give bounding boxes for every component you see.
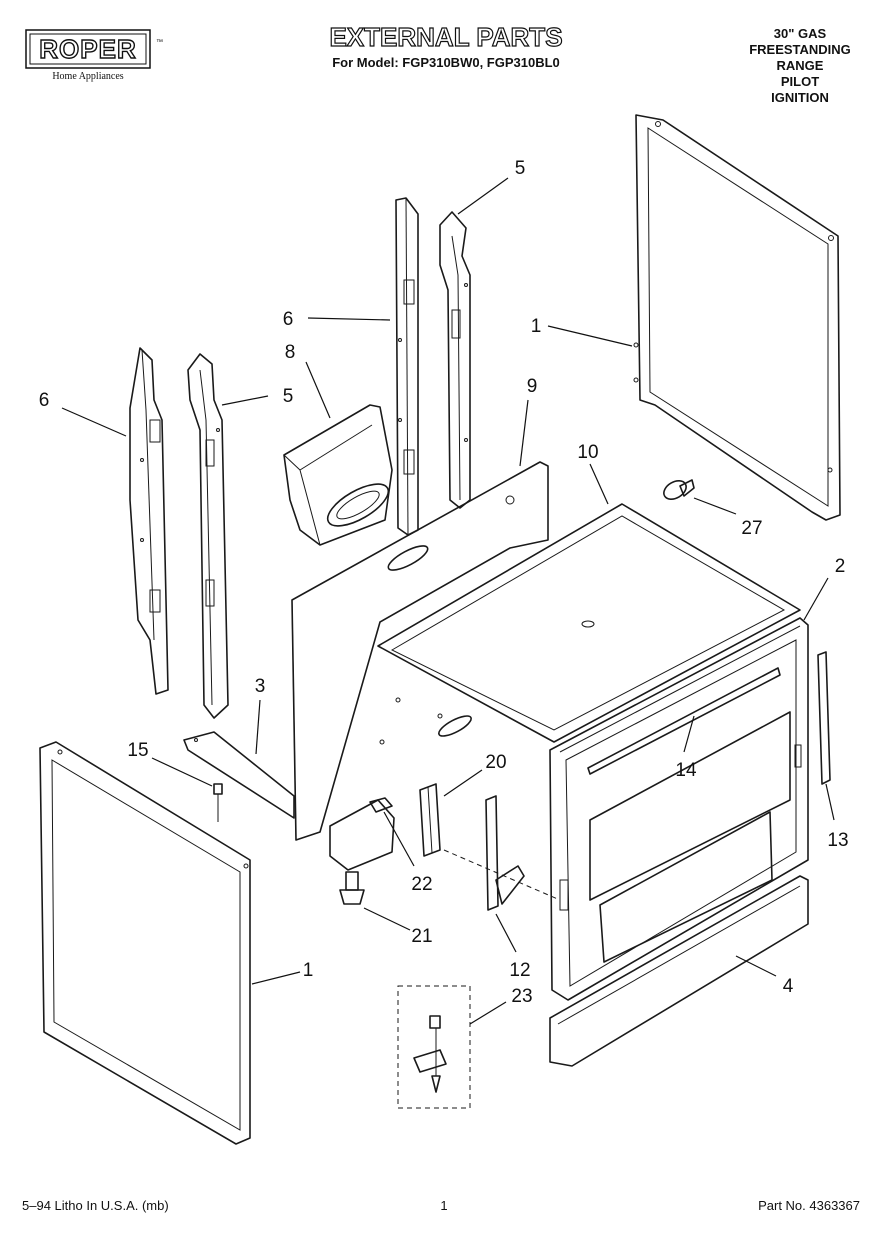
product-line-2: FREESTANDING [749, 42, 851, 57]
product-line-5: IGNITION [771, 90, 829, 105]
callout-14: 14 [675, 760, 697, 781]
part-bottom-rail [329, 799, 395, 871]
product-line-3: RANGE [777, 58, 824, 73]
part-anti-tip-bracket [397, 985, 471, 1109]
callout-1-top: 1 [531, 316, 542, 337]
logo-subtitle: Home Appliances [52, 71, 123, 82]
callout-6-left: 6 [39, 390, 50, 411]
part-side-bracket [485, 795, 525, 911]
callout-22: 22 [411, 874, 432, 895]
page-title: EXTERNAL PARTS [329, 22, 562, 52]
part-bracket-left [187, 353, 229, 719]
part-cover [283, 404, 393, 546]
page-number: 1 [440, 1198, 447, 1213]
leader-lines [61, 177, 835, 1025]
callout-8: 8 [285, 342, 296, 363]
part-knob [663, 479, 695, 500]
callout-3: 3 [255, 676, 266, 697]
roper-logo: ROPER Home Appliances ™ [25, 29, 163, 82]
footer-litho: 5–94 Litho In U.S.A. (mb) [22, 1198, 169, 1213]
product-line-1: 30" GAS [774, 26, 827, 41]
callout-4: 4 [783, 976, 794, 997]
part-front-frame [549, 617, 809, 1001]
callout-2: 2 [835, 556, 846, 577]
callout-20: 20 [485, 752, 506, 773]
callout-1-bottom: 1 [303, 960, 314, 981]
part-side-panel-bottom [39, 741, 251, 1145]
svg-text:™: ™ [156, 39, 163, 46]
logo-text: ROPER [39, 34, 136, 64]
part-rail-left [129, 347, 169, 695]
part-bracket-top [439, 211, 471, 509]
callout-23: 23 [511, 986, 532, 1007]
callout-9: 9 [527, 376, 538, 397]
callout-27: 27 [741, 518, 762, 539]
callout-21: 21 [411, 926, 432, 947]
callout-5-top: 5 [515, 158, 526, 179]
part-clip-22 [369, 797, 393, 813]
part-side-panel-top [633, 114, 841, 521]
product-line-4: PILOT [781, 74, 819, 89]
callout-13: 13 [827, 830, 848, 851]
part-screw-15 [213, 783, 223, 822]
callout-12: 12 [509, 960, 530, 981]
model-subtitle: For Model: FGP310BW0, FGP310BL0 [332, 55, 560, 70]
part-rail-top [395, 197, 419, 536]
part-kick-plate [549, 875, 809, 1067]
part-rear-panel [291, 461, 549, 841]
product-description: 30" GAS FREESTANDING RANGE PILOT IGNITIO… [749, 26, 851, 105]
part-cooktop [377, 503, 801, 743]
callout-5-left: 5 [283, 386, 294, 407]
part-number: Part No. 4363367 [758, 1198, 860, 1213]
part-trim-strip [817, 651, 831, 785]
part-leveling-leg [339, 871, 365, 905]
callout-10: 10 [577, 442, 598, 463]
callout-15: 15 [127, 740, 148, 761]
part-bracket-3 [183, 731, 295, 819]
callout-6-top: 6 [283, 309, 294, 330]
part-bracket-20 [419, 783, 441, 857]
